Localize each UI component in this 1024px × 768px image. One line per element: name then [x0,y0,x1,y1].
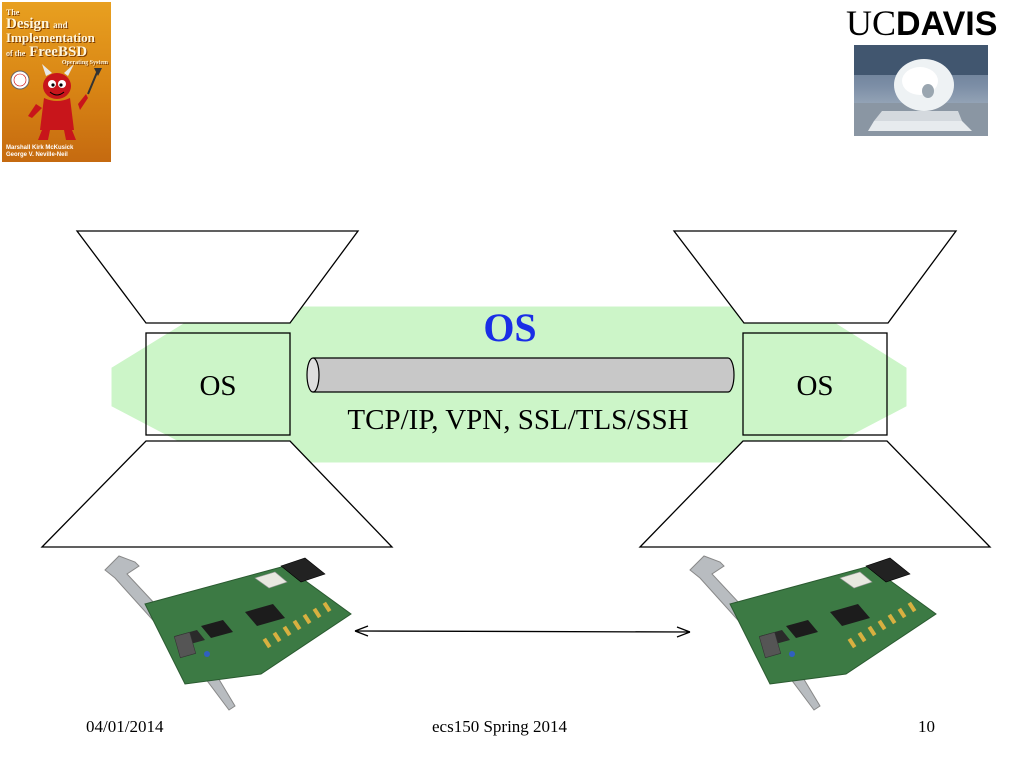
egghead-sculpture-icon [854,45,988,136]
book-title-freebsd: FreeBSD [29,44,88,60]
book-title-implementation: Implementation [6,30,95,45]
book-authors: Marshall Kirk McKusick George V. Neville… [6,145,110,159]
book-title-os: Operating System [61,60,108,66]
logo-uc: UC [846,3,897,43]
network-pipe-cylinder [306,357,735,393]
book-title-the: The [6,8,20,17]
cloud-os-label: OS [483,305,536,350]
uc-davis-logo: UCDAVIS [846,2,1022,44]
right-network-card-icon [689,555,937,711]
left-os-label: OS [199,370,236,402]
left-hardware-layer-shape [40,440,394,548]
footer-page-number: 10 [918,717,935,736]
link-double-arrow [354,625,691,638]
book-author-1: Marshall Kirk McKusick [6,145,74,151]
book-author-2: George V. Neville-Neil [6,152,68,158]
footer-date: 04/01/2014 [86,717,164,736]
right-os-box [742,332,888,436]
book-title-design: Design [6,16,50,32]
right-app-layer-shape [672,230,958,324]
left-network-card-icon [104,555,352,711]
logo-davis: DAVIS [896,5,998,43]
daemon-mascot-icon [10,64,102,140]
book-title-ofthe: of the [6,49,26,58]
book-cover-image: The Design and Implementation of the Fre… [2,2,111,162]
footer-course: ecs150 Spring 2014 [432,717,568,736]
left-os-box [145,332,291,436]
pipe-protocols-label: TCP/IP, VPN, SSL/TLS/SSH [347,404,688,436]
egghead-sculpture-photo [854,45,988,136]
right-hardware-layer-shape [638,440,992,548]
book-title: The Design and Implementation of the Fre… [6,8,108,68]
book-title-and: and [53,20,68,30]
left-app-layer-shape [75,230,360,324]
right-os-label: OS [796,370,833,402]
